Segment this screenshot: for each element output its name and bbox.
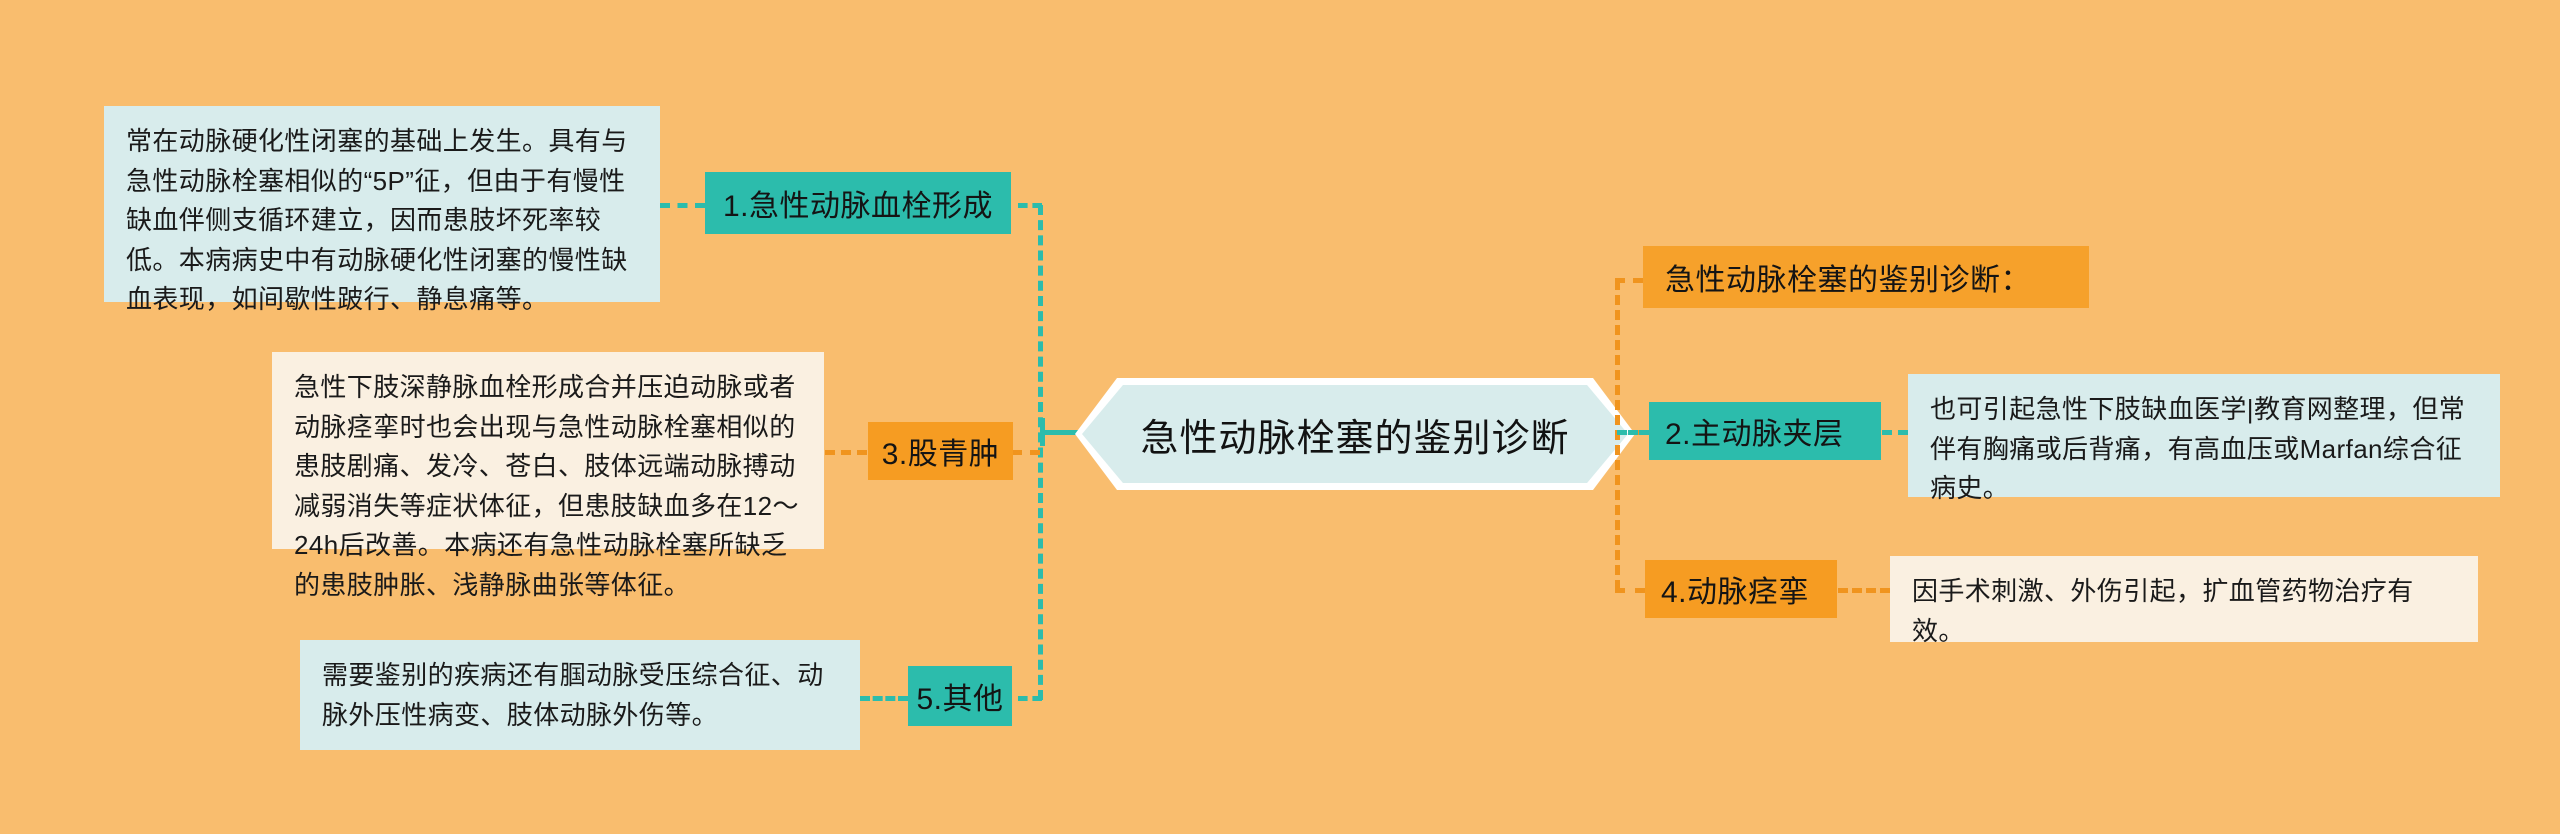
note-branch-2: 也可引起急性下肢缺血医学|教育网整理，但常伴有胸痛或后背痛，有高血压或Marfa… xyxy=(1908,374,2500,503)
chip-branch-5[interactable]: 5.其他 xyxy=(908,666,1012,726)
center-node-label: 急性动脉栓塞的鉴别诊断 xyxy=(1140,417,1570,460)
connector-note-4 xyxy=(1838,588,1890,593)
right-banner: 急性动脉栓塞的鉴别诊断： xyxy=(1643,246,2089,308)
center-node-body: 急性动脉栓塞的鉴别诊断 xyxy=(1082,385,1628,483)
note-branch-5: 需要鉴别的疾病还有腘动脉受压综合征、动脉外压性病变、肢体动脉外伤等。 xyxy=(300,640,860,750)
note-branch-1: 常在动脉硬化性闭塞的基础上发生。具有与急性动脉栓塞相似的“5P”征，但由于有慢性… xyxy=(104,106,660,314)
note-branch-3: 急性下肢深静脉血栓形成合并压迫动脉或者动脉痉挛时也会出现与急性动脉栓塞相似的患肢… xyxy=(272,352,824,600)
connector-branch-1-stub xyxy=(1018,203,1042,208)
chip-branch-4[interactable]: 4.动脉痉挛 xyxy=(1645,560,1837,618)
connector-left-to-center xyxy=(1040,430,1080,435)
connector-left-spine xyxy=(1038,205,1043,700)
chip-branch-3[interactable]: 3.股青肿 xyxy=(868,422,1013,480)
connector-right-spine xyxy=(1615,280,1620,590)
connector-banner-stub xyxy=(1615,278,1643,283)
note-branch-4: 因手术刺激、外伤引起，扩血管药物治疗有效。 xyxy=(1890,556,2478,646)
connector-branch-5-stub xyxy=(1018,696,1042,701)
connector-note-2 xyxy=(1882,430,1908,435)
center-node[interactable]: 急性动脉栓塞的鉴别诊断 xyxy=(1075,378,1635,490)
connector-branch-4-stub xyxy=(1615,588,1645,593)
connector-branch-2-stub xyxy=(1617,430,1649,435)
connector-note-3 xyxy=(825,450,867,455)
connector-note-1 xyxy=(660,203,705,208)
center-node-border: 急性动脉栓塞的鉴别诊断 xyxy=(1075,378,1635,490)
connector-branch-3-stub xyxy=(1012,450,1040,455)
connector-note-5 xyxy=(860,696,908,701)
chip-branch-2[interactable]: 2.主动脉夹层 xyxy=(1649,402,1881,460)
chip-branch-1[interactable]: 1.急性动脉血栓形成 xyxy=(705,172,1011,234)
connector-left-cap xyxy=(1040,418,1045,446)
